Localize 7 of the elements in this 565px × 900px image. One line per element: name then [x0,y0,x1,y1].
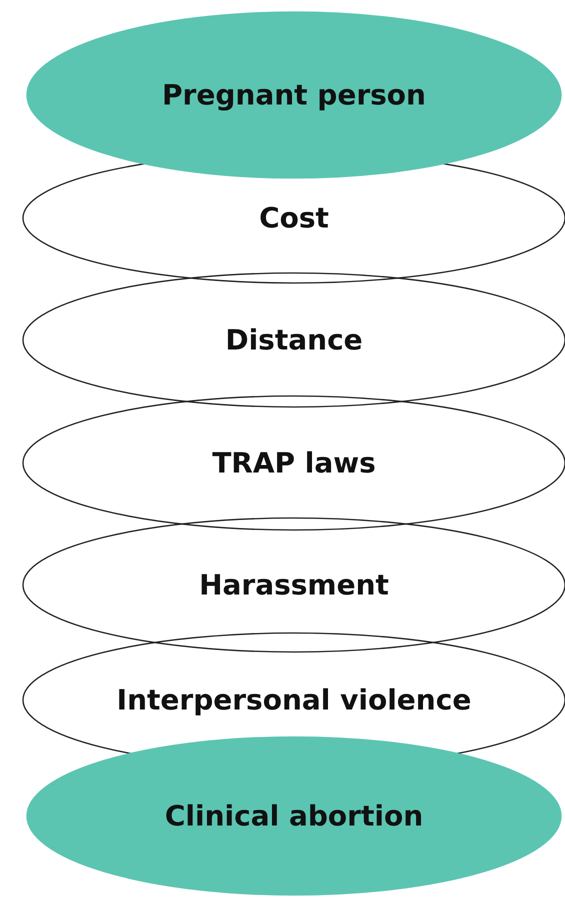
ellipse-label: Distance [224,324,364,356]
ellipse-label: TRAP laws [211,446,377,480]
ellipse-label: Harassment [198,568,390,602]
ellipse-label: Clinical abortion [164,800,424,832]
ellipse-label: Interpersonal violence [116,684,472,716]
ellipse-label: Cost [258,202,330,234]
ellipse-label: Pregnant person [161,78,427,112]
